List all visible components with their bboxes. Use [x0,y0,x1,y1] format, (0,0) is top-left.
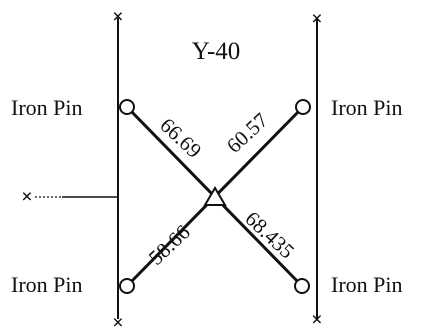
cross-marker-bottom-left: × [112,312,123,331]
cross-marker-left: × [21,186,32,208]
iron-pin-label-top-right: Iron Pin [331,95,403,120]
iron-pin-circle-icon [119,99,135,115]
iron-pin-label-top-left: Iron Pin [11,95,83,120]
distance-label-top-right: 60.57 [222,108,273,158]
iron-pin-label-bottom-left: Iron Pin [11,272,83,297]
iron-pin-circle-icon [294,278,310,294]
triangle-icon [203,186,227,206]
cross-marker-top-left: × [112,6,123,28]
cross-marker-top-right: × [311,8,322,30]
iron-pin-circle-icon [295,99,311,115]
diagram-title: Y-40 [192,38,241,65]
iron-pin-label-bottom-right: Iron Pin [331,272,403,297]
distance-label-top-left: 66.69 [155,113,206,163]
iron-pin-circle-icon [119,278,135,294]
cross-marker-bottom-right: × [311,309,322,331]
